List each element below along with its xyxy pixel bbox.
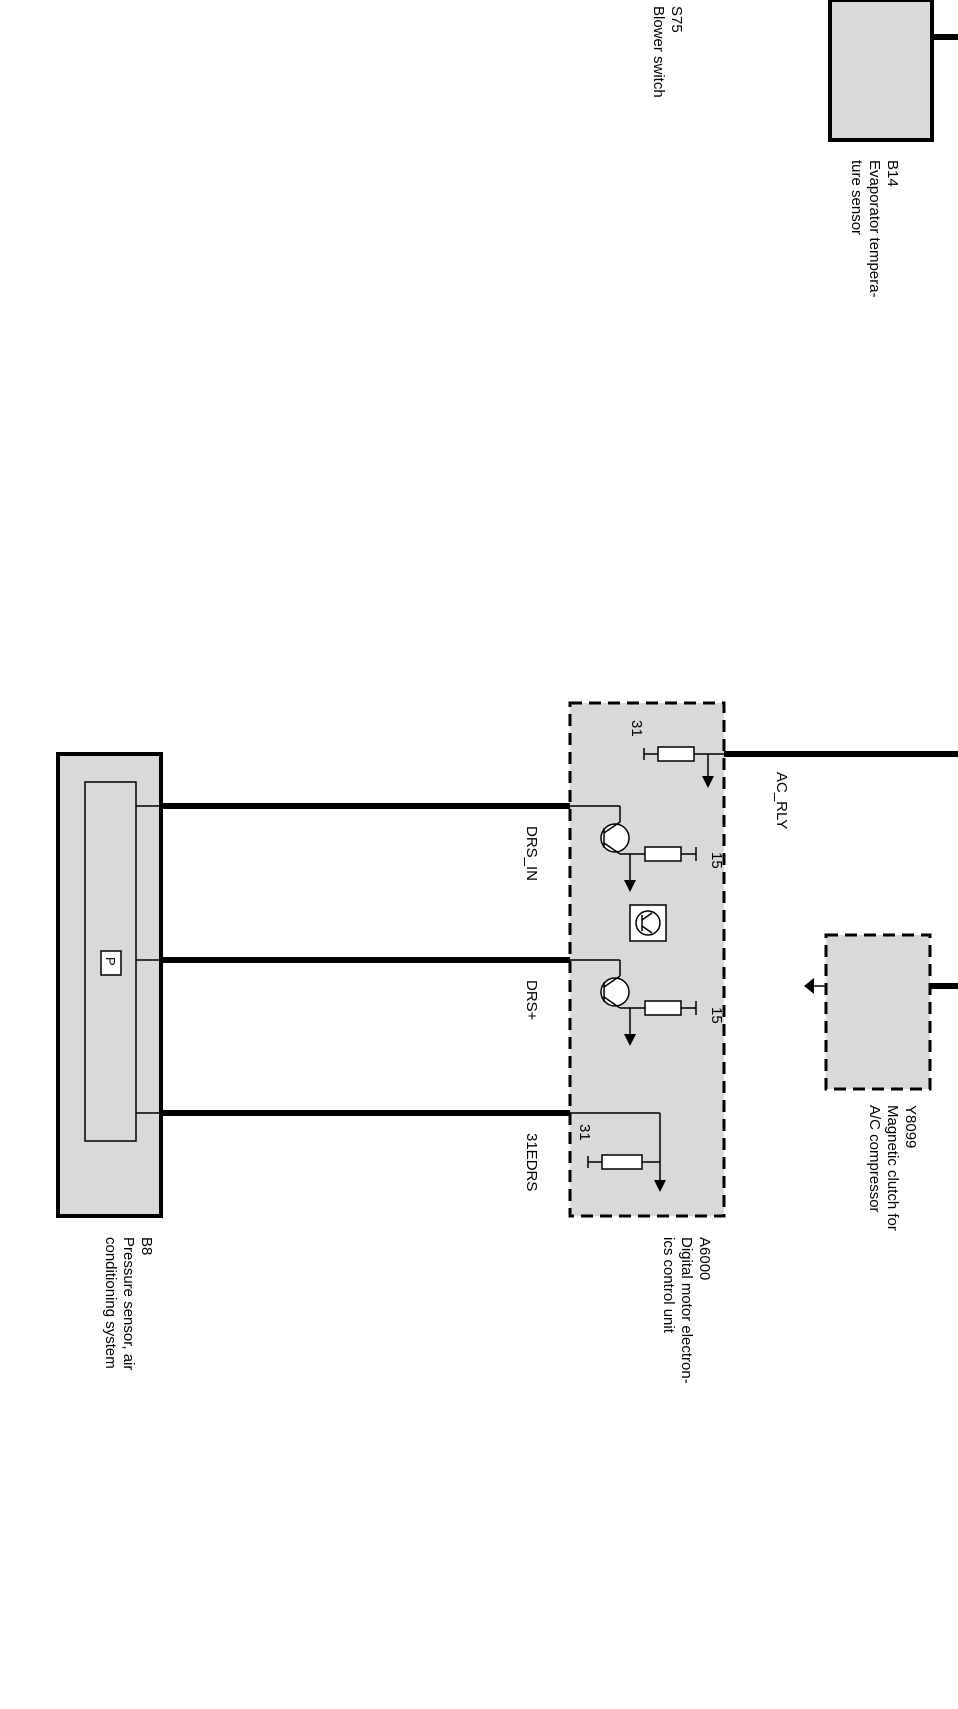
y8099-ground-icon [804,978,814,994]
terminal-31-top-label: 31 [628,720,645,737]
b14-name-line1: Evaporator tempera- [866,160,883,298]
b14-code-label: B14 [884,160,901,187]
terminal-15-b-label: 15 [708,1007,725,1024]
transistor-module-icon [629,904,667,942]
b14-name-line2: ture sensor [848,160,865,235]
a6000-code-label: A6000 [696,1237,713,1280]
terminal-31-bottom-label: 31 [576,1124,593,1141]
drs-plus-signal-label: DRS+ [523,980,540,1021]
terminal-15-a-label: 15 [708,852,725,869]
pressure-symbol-label: P [103,957,118,966]
pressure-symbol-icon: P [100,950,122,976]
a6000-name-line2: ics control unit [660,1237,677,1334]
b8-code-label: B8 [138,1237,155,1255]
drs-in-signal-label: DRS_IN [523,826,540,881]
a6000-31edrs-circuit [570,1112,666,1192]
a6000-ac-rly-output-circuit [643,746,724,788]
resistor-31-top [657,746,695,762]
a6000-name-line1: Digital motor electron- [678,1237,695,1384]
transistor-drs-in [570,805,697,892]
y8099-code-label: Y8099 [902,1105,919,1148]
y8099-name-line2: A/C compressor [866,1105,883,1213]
s75-name-label: Blower switch [650,6,667,98]
s75-code-label: S75 [668,6,685,33]
b8-name-line2: conditioning system [102,1237,119,1369]
y8099-clutch-box [824,933,932,1091]
31edrs-signal-label: 31EDRS [523,1133,540,1191]
b14-sensor-box [828,0,934,142]
transistor-drs-plus [570,959,697,1046]
b8-name-line1: Pressure sensor, air [120,1237,137,1370]
ac-rly-signal-label: AC_RLY [773,772,790,829]
y8099-name-line1: Magnetic clutch for [884,1105,901,1231]
resistor-31-bottom [601,1154,643,1170]
